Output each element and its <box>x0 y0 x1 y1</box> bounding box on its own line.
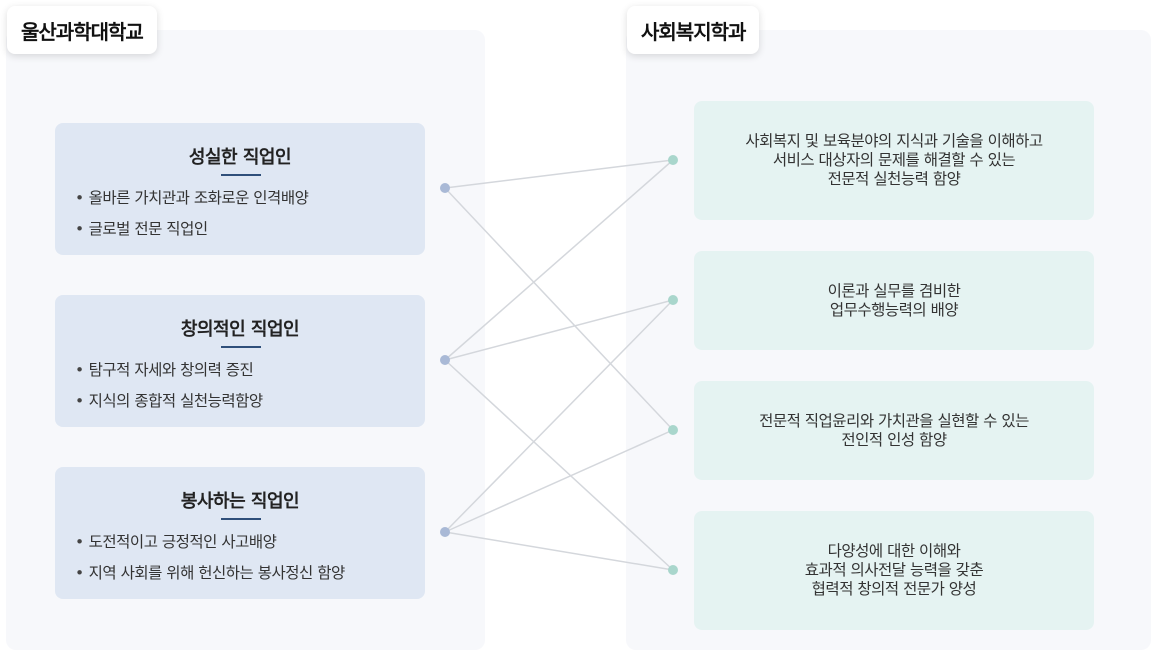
department-name: 사회복지학과 <box>641 19 746 44</box>
talent-anchor-dot <box>440 355 450 365</box>
university-name: 울산과학대학교 <box>21 19 144 44</box>
title-underline <box>221 518 261 520</box>
connection-line <box>444 531 674 571</box>
talent-card-creative: 창의적인 직업인 •탐구적 자세와 창의력 증진 •지식의 종합적 실천능력함양 <box>55 295 425 427</box>
talent-title: 창의적인 직업인 <box>180 319 300 340</box>
goal-anchor-dot <box>668 295 678 305</box>
connection-line <box>444 159 674 361</box>
goal-anchor-dot <box>668 425 678 435</box>
goal-line: 서비스 대상자의 문제를 해결할 수 있는 <box>772 151 1016 169</box>
goal-line: 사회복지 및 보육분야의 지식과 기술을 이해하고 <box>745 132 1043 150</box>
talent-card-service: 봉사하는 직업인 •도전적이고 긍정적인 사고배양 •지역 사회를 위해 헌신하… <box>55 467 425 599</box>
university-tag: 울산과학대학교 <box>7 6 157 54</box>
connection-line <box>444 429 674 533</box>
goal-line: 이론과 실무를 겸비한 <box>827 281 961 300</box>
talent-item: •탐구적 자세와 창의력 증진 <box>75 361 254 379</box>
goal-line: 전문적 직업윤리와 가치관을 실현할 수 있는 <box>759 411 1029 430</box>
talent-title: 성실한 직업인 <box>188 147 292 168</box>
goal-line: 효과적 의사전달 능력을 갖춘 <box>804 561 984 579</box>
goal-card-practice: 사회복지 및 보육분야의 지식과 기술을 이해하고 서비스 대상자의 문제를 해… <box>694 101 1094 220</box>
goal-anchor-dot <box>668 565 678 575</box>
title-underline <box>221 174 261 176</box>
department-tag: 사회복지학과 <box>627 6 760 54</box>
connection-line <box>444 299 674 361</box>
connection-line <box>444 359 674 571</box>
talent-item: •지식의 종합적 실천능력함양 <box>75 392 263 410</box>
talent-item: •글로벌 전문 직업인 <box>75 220 208 238</box>
goal-card-theory: 이론과 실무를 겸비한 업무수행능력의 배양 <box>694 251 1094 350</box>
talent-card-sincere: 성실한 직업인 •올바른 가치관과 조화로운 인격배양 •글로벌 전문 직업인 <box>55 123 425 255</box>
goal-line: 전문적 실천능력 함양 <box>827 170 961 188</box>
talent-item: •올바른 가치관과 조화로운 인격배양 <box>75 189 309 207</box>
talent-item: •도전적이고 긍정적인 사고배양 <box>75 533 277 551</box>
goal-line: 다양성에 대한 이해와 <box>827 542 961 560</box>
talent-anchor-dot <box>440 183 450 193</box>
goal-card-ethics: 전문적 직업윤리와 가치관을 실현할 수 있는 전인적 인성 함양 <box>694 381 1094 480</box>
talent-item: •지역 사회를 위해 헌신하는 봉사정신 함양 <box>75 564 345 582</box>
talent-title: 봉사하는 직업인 <box>180 491 300 512</box>
goal-card-diversity: 다양성에 대한 이해와 효과적 의사전달 능력을 갖춘 협력적 창의적 전문가 … <box>694 511 1094 630</box>
connection-line <box>444 187 674 431</box>
goal-line: 전인적 인성 함양 <box>841 430 947 449</box>
goal-anchor-dot <box>668 155 678 165</box>
goal-line: 협력적 창의적 전문가 양성 <box>811 580 977 598</box>
goal-line: 업무수행능력의 배양 <box>829 300 959 319</box>
title-underline <box>221 346 261 348</box>
connection-line <box>444 159 674 189</box>
talent-anchor-dot <box>440 527 450 537</box>
connection-line <box>444 299 674 533</box>
